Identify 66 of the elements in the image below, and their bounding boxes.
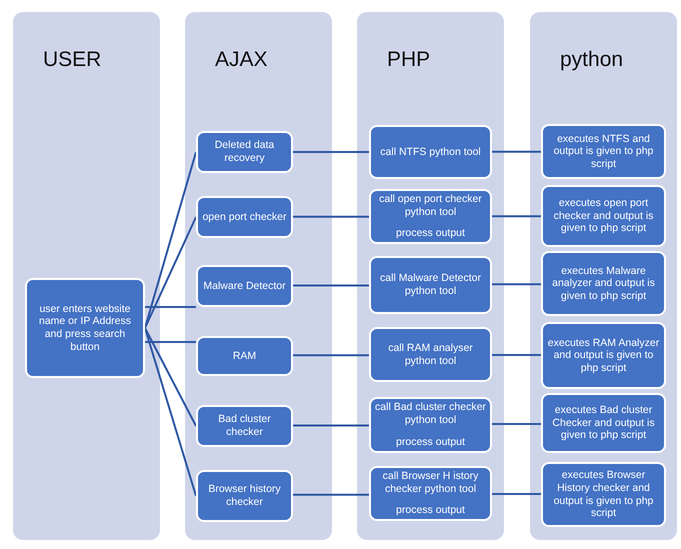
process-box xyxy=(541,185,666,247)
lane-heading: AJAX xyxy=(215,48,268,72)
box-text: call open port checker python tool xyxy=(378,193,483,218)
process-box xyxy=(196,131,293,173)
connector-line xyxy=(492,354,541,356)
box-text: open port checker xyxy=(202,210,287,224)
process-box xyxy=(196,196,293,238)
box-text: call Browser H istory checker python tool xyxy=(382,470,480,496)
box-text: executes RAM Analyzer and output is given to php script xyxy=(547,336,660,374)
swimlane xyxy=(357,12,504,540)
box-text: call NTFS python tool xyxy=(379,146,482,158)
process-box xyxy=(369,189,492,244)
swimlane xyxy=(185,12,332,540)
box-text: Deleted data recovery xyxy=(214,139,276,165)
connector-line xyxy=(293,284,369,286)
box-text: executes Malware analyzer and output is given to php script xyxy=(551,264,656,302)
swimlane xyxy=(13,12,160,540)
process-box xyxy=(25,278,145,378)
box-text: call Malware Detector python tool xyxy=(379,272,482,298)
box-text: Bad cluster checker xyxy=(217,413,272,439)
process-box xyxy=(196,336,293,376)
connector-line xyxy=(144,216,197,328)
box-text: RAM xyxy=(232,350,258,362)
connector-line xyxy=(144,328,197,426)
process-box xyxy=(196,470,293,522)
process-box xyxy=(196,265,293,307)
box-text: process output xyxy=(395,227,466,240)
connector-line xyxy=(293,216,369,218)
connector-line xyxy=(293,151,369,153)
box-text: process output xyxy=(395,436,466,449)
process-box xyxy=(369,397,492,453)
process-box xyxy=(541,124,666,179)
connector-line xyxy=(293,424,369,426)
connector-line xyxy=(145,341,196,343)
connector-line xyxy=(492,150,541,153)
box-text: process output xyxy=(395,504,466,517)
connector-line xyxy=(144,328,197,496)
connector-line xyxy=(492,423,541,425)
process-box xyxy=(541,251,666,316)
box-text: Browser history checker xyxy=(207,483,282,509)
process-box xyxy=(369,256,492,314)
box-text: executes NTFS and output is given to php script xyxy=(552,132,654,170)
lane-heading: python xyxy=(560,48,624,72)
process-box xyxy=(369,466,492,521)
lane-heading: USER xyxy=(43,48,102,72)
connector-line xyxy=(293,354,369,356)
connector-line xyxy=(145,306,196,308)
process-box xyxy=(541,462,666,527)
process-box xyxy=(541,322,666,389)
box-text: Malware Detector xyxy=(202,280,287,292)
connector-line xyxy=(492,493,541,495)
process-box xyxy=(369,327,492,382)
box-text: executes Bad cluster Checker and output is given to php script xyxy=(551,404,656,442)
process-box xyxy=(541,393,666,453)
process-box xyxy=(369,125,492,179)
process-box xyxy=(196,405,293,447)
connector-line xyxy=(492,283,541,286)
box-text: executes open port checker and output is given to php script xyxy=(552,197,654,235)
box-text: user enters website name or IP Address and press search button xyxy=(38,302,132,354)
lane-heading: PHP xyxy=(387,48,430,72)
connector-line xyxy=(492,215,541,218)
box-text: call Bad cluster checker python tool xyxy=(375,401,486,426)
swimlane xyxy=(530,12,677,540)
box-text: executes Browser History checker and output is given to php script xyxy=(552,469,654,520)
connector-line xyxy=(293,494,369,496)
box-text: call RAM analyser python tool xyxy=(387,342,474,368)
